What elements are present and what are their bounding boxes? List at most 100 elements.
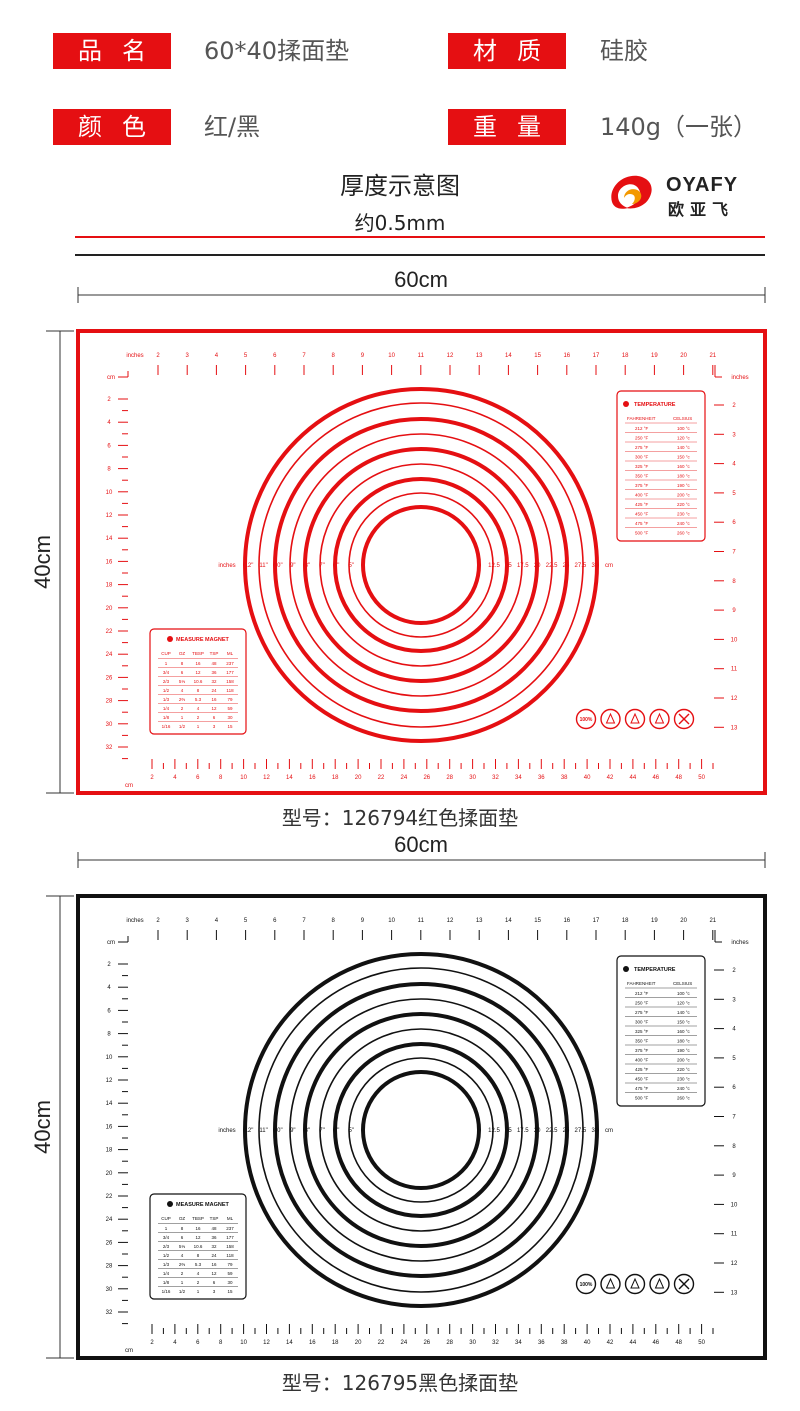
bottom-cm-tick-label: 14 (286, 1340, 293, 1346)
top-inch-tick-label: 11 (418, 918, 425, 924)
bottom-cm-tick-label: 4 (173, 775, 177, 781)
temperature-cell: 200 °c (677, 1058, 691, 1063)
mat-caption: 型号：126795黑色揉面垫 (282, 1371, 518, 1395)
temperature-cell: 180 °c (677, 474, 691, 479)
right-inch-tick-label: 4 (732, 462, 736, 468)
temperature-cell: 475 °F (635, 521, 649, 526)
cm-label: cm (107, 940, 115, 946)
temperature-cell: 425 °F (635, 502, 649, 507)
circle-inch-label: 7" (319, 563, 324, 569)
top-inch-tick-label: 3 (186, 353, 190, 359)
bottom-cm-tick-label: 8 (219, 775, 223, 781)
circle-inch-label: 8" (305, 1128, 310, 1134)
left-cm-tick-label: 14 (106, 1101, 113, 1107)
right-inch-tick-label: 13 (731, 1290, 738, 1296)
measure-cell: 2⅔ (179, 697, 186, 702)
top-inch-tick-label: 2 (156, 353, 160, 359)
top-inch-tick-label: 7 (302, 353, 306, 359)
right-inch-tick-label: 6 (732, 520, 736, 526)
circle-cm-label: 12.5 (488, 1128, 500, 1134)
left-cm-tick-label: 26 (106, 1240, 113, 1246)
right-inch-tick-label: 3 (732, 997, 736, 1003)
badge-glyph (654, 712, 665, 724)
measure-icon (167, 1201, 173, 1207)
bottom-cm-tick-label: 50 (698, 1340, 705, 1346)
temperature-cell: 500 °F (635, 531, 649, 536)
cm-label-bottom: cm (125, 783, 133, 789)
left-cm-tick-label: 28 (106, 1264, 113, 1270)
measure-cell: 16 (195, 1226, 201, 1231)
measure-header: CUP (161, 1216, 171, 1221)
top-inch-tick-label: 16 (563, 353, 570, 359)
measure-icon (167, 636, 173, 642)
bottom-cm-tick-label: 12 (263, 775, 270, 781)
top-inch-tick-label: 10 (388, 353, 395, 359)
measure-cell: 2 (181, 706, 184, 711)
bottom-cm-tick-label: 34 (515, 1340, 522, 1346)
top-inch-tick-label: 12 (447, 353, 454, 359)
measure-cell: 2 (197, 715, 200, 720)
temperature-cell: 140 °c (677, 1010, 691, 1015)
circle-cm-label: 15 (505, 563, 512, 569)
measure-cell: 2 (181, 1271, 184, 1276)
top-inch-tick-label: 14 (505, 353, 512, 359)
bottom-cm-tick-label: 2 (150, 1340, 154, 1346)
circle-cm-label: 30 (591, 563, 598, 569)
circle-guide-thin (289, 998, 553, 1262)
bottom-cm-tick-label: 12 (263, 1340, 270, 1346)
temperature-cell: 120 °c (677, 1001, 691, 1006)
measure-cell: 6 (213, 1280, 216, 1285)
circle-cm-label: 17.5 (517, 563, 529, 569)
badge-text: 100% (580, 717, 593, 723)
measure-cell: 5⅓ (179, 679, 186, 684)
measure-cell: 8 (197, 1253, 200, 1258)
left-cm-tick-label: 32 (106, 745, 113, 751)
circle-inch-label: 9" (290, 563, 295, 569)
measure-cell: 32 (211, 679, 217, 684)
bottom-cm-tick-label: 24 (401, 775, 408, 781)
measure-cell: 15 (227, 1289, 233, 1294)
measure-table-frame (149, 1193, 247, 1300)
measure-cell: 24 (211, 1253, 217, 1258)
left-cm-tick-label: 16 (106, 559, 113, 565)
measure-cell: 1/2 (163, 688, 170, 693)
spec-color-value: 红/黑 (204, 113, 261, 141)
measure-cell: 158 (226, 1244, 234, 1249)
measure-cell: 10.6 (194, 679, 203, 684)
circle-guide (273, 417, 569, 713)
right-inch-tick-label: 10 (731, 637, 738, 643)
bottom-cm-tick-label: 6 (196, 1340, 200, 1346)
circle-guide (333, 477, 509, 653)
circle-inches-label: inches (218, 563, 235, 569)
left-cm-tick-label: 28 (106, 699, 113, 705)
temperature-header: CELSIUS (673, 981, 692, 986)
circle-cm-label: 20 (534, 1128, 541, 1134)
cm-label: cm (107, 375, 115, 381)
thickness-value: 约0.5mm (354, 211, 446, 235)
temperature-cell: 212 °F (635, 991, 649, 996)
measure-cell: 16 (211, 697, 217, 702)
temperature-icon (623, 401, 629, 407)
circle-inch-label: 11" (259, 1128, 267, 1134)
temperature-cell: 230 °c (677, 1077, 691, 1082)
top-inch-tick-label: 13 (476, 918, 483, 924)
circle-cm-label: 27.5 (575, 563, 587, 569)
brand-name: OYAFY (666, 174, 739, 196)
inches-label: inches (126, 918, 143, 924)
temperature-cell: 350 °F (635, 474, 649, 479)
width-label: 60cm (394, 832, 448, 857)
right-inch-tick-label: 8 (732, 579, 736, 585)
circle-inches-label: inches (218, 1128, 235, 1134)
badge-cross (678, 713, 690, 725)
top-inch-tick-label: 2 (156, 918, 160, 924)
measure-cell: 5.3 (195, 1262, 202, 1267)
measure-cell: 118 (226, 688, 234, 693)
measure-cell: 3 (213, 724, 216, 729)
temperature-cell: 275 °F (635, 1010, 649, 1015)
badge-cross (678, 1278, 690, 1290)
circle-inch-label: 10" (274, 563, 283, 569)
left-cm-tick-label: 8 (107, 1032, 111, 1038)
measure-cell: 30 (227, 715, 233, 720)
